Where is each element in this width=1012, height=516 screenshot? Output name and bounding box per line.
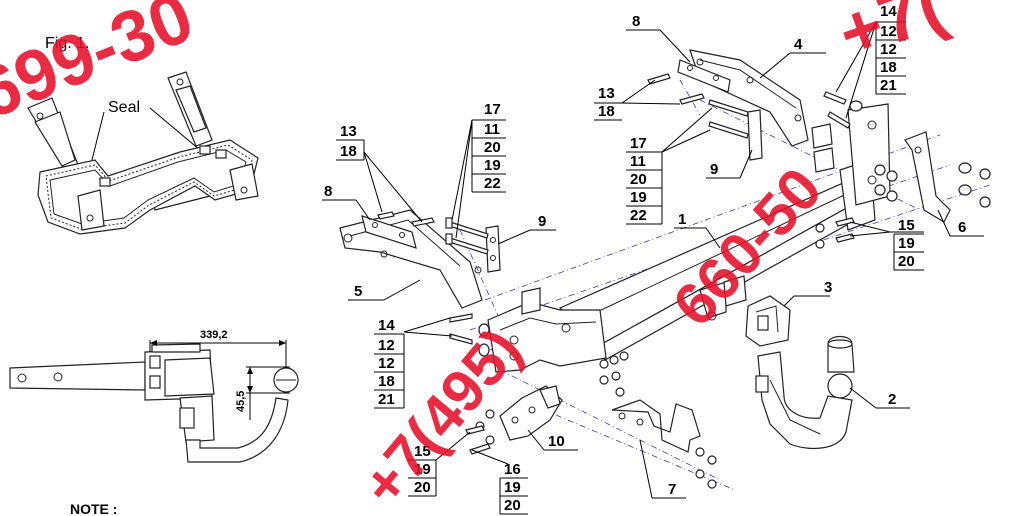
svg-text:22: 22 bbox=[484, 175, 501, 192]
callout-part-4: 4 bbox=[794, 36, 803, 53]
svg-text:22: 22 bbox=[630, 207, 647, 224]
right-nuts bbox=[815, 162, 991, 249]
svg-text:19: 19 bbox=[414, 461, 431, 478]
svg-text:20: 20 bbox=[414, 479, 431, 496]
note-label: NOTE : bbox=[70, 501, 117, 516]
callout-part-6: 6 bbox=[958, 219, 966, 236]
svg-text:20: 20 bbox=[484, 139, 501, 156]
part-6-bracket bbox=[904, 131, 951, 223]
callout-part-8-upper: 8 bbox=[632, 13, 640, 30]
svg-text:19: 19 bbox=[898, 235, 915, 252]
svg-text:14: 14 bbox=[880, 3, 897, 20]
dimension-lines bbox=[149, 340, 290, 420]
svg-text:14: 14 bbox=[378, 317, 395, 334]
callout-stack-15-bottom: 15 19 20 bbox=[408, 443, 437, 497]
svg-text:21: 21 bbox=[378, 391, 395, 408]
callout-stack-15-right: 15 19 20 bbox=[893, 217, 924, 271]
callout-part-9-upper: 9 bbox=[710, 161, 718, 178]
callout-part-7: 7 bbox=[668, 481, 676, 498]
callout-part-3: 3 bbox=[824, 279, 832, 296]
svg-text:17: 17 bbox=[630, 135, 647, 152]
dimension-width-label: 339,2 bbox=[200, 329, 228, 341]
figure-title: Fig. 1. bbox=[45, 35, 89, 52]
svg-text:18: 18 bbox=[340, 143, 357, 160]
svg-text:12: 12 bbox=[880, 23, 897, 40]
svg-text:18: 18 bbox=[598, 103, 615, 120]
part-9-left-plate bbox=[485, 225, 501, 273]
svg-text:13: 13 bbox=[340, 123, 357, 140]
part-8-right-plate bbox=[677, 59, 731, 93]
part-3-socket-bracket bbox=[745, 295, 791, 347]
left-bolts bbox=[377, 211, 541, 357]
callout-part-5: 5 bbox=[354, 283, 362, 300]
callout-part-2: 2 bbox=[888, 391, 896, 408]
callout-part-8-left: 8 bbox=[324, 183, 332, 200]
part-7-bracket bbox=[611, 399, 701, 453]
callout-leaders bbox=[322, 21, 984, 499]
svg-text:11: 11 bbox=[630, 153, 646, 170]
right-bolts bbox=[647, 73, 863, 173]
svg-text:17: 17 bbox=[484, 101, 501, 118]
svg-text:16: 16 bbox=[504, 461, 521, 478]
svg-text:19: 19 bbox=[484, 157, 501, 174]
callout-stack-16-bottom: 16 19 20 bbox=[499, 461, 528, 515]
seal-detail-drawing bbox=[27, 71, 259, 235]
lower-fasteners bbox=[465, 351, 717, 489]
callout-stack-13-left: 13 18 bbox=[336, 123, 365, 161]
svg-text:13: 13 bbox=[598, 85, 615, 102]
svg-text:15: 15 bbox=[414, 443, 431, 460]
svg-text:20: 20 bbox=[504, 497, 521, 514]
svg-text:699-30: 699-30 bbox=[0, 0, 204, 135]
left-mount-plate bbox=[487, 301, 607, 373]
svg-text:12: 12 bbox=[880, 41, 897, 58]
callout-part-1: 1 bbox=[678, 211, 686, 228]
svg-text:19: 19 bbox=[630, 189, 647, 206]
svg-text:18: 18 bbox=[880, 59, 897, 76]
svg-text:18: 18 bbox=[378, 373, 395, 390]
callout-stack-13-top: 13 18 bbox=[594, 85, 622, 121]
callout-part-9-left: 9 bbox=[538, 213, 546, 230]
svg-text:11: 11 bbox=[484, 121, 500, 138]
svg-text:21: 21 bbox=[880, 77, 897, 94]
callout-stack-17-top: 17 11 20 19 22 bbox=[626, 135, 663, 225]
svg-text:20: 20 bbox=[630, 171, 647, 188]
seal-label: Seal bbox=[108, 99, 140, 116]
part-8-left-plate bbox=[361, 215, 417, 249]
svg-text:19: 19 bbox=[504, 479, 521, 496]
part-9-right-plate bbox=[747, 109, 763, 161]
callout-stack-14-top-right: 14 12 12 18 21 bbox=[875, 3, 906, 95]
svg-text:15: 15 bbox=[898, 217, 915, 234]
callout-stack-14-left: 14 12 12 18 21 bbox=[374, 317, 405, 409]
part-2-towball bbox=[755, 335, 855, 450]
svg-text:12: 12 bbox=[378, 355, 395, 372]
callout-stack-17-left: 17 11 20 19 22 bbox=[471, 101, 506, 193]
part-10-bracket bbox=[499, 385, 563, 441]
callout-part-10: 10 bbox=[548, 433, 565, 450]
dimension-height-label: 45,5 bbox=[235, 391, 247, 412]
side-view-drawing bbox=[9, 343, 299, 463]
svg-text:12: 12 bbox=[378, 337, 395, 354]
svg-text:20: 20 bbox=[898, 253, 915, 270]
